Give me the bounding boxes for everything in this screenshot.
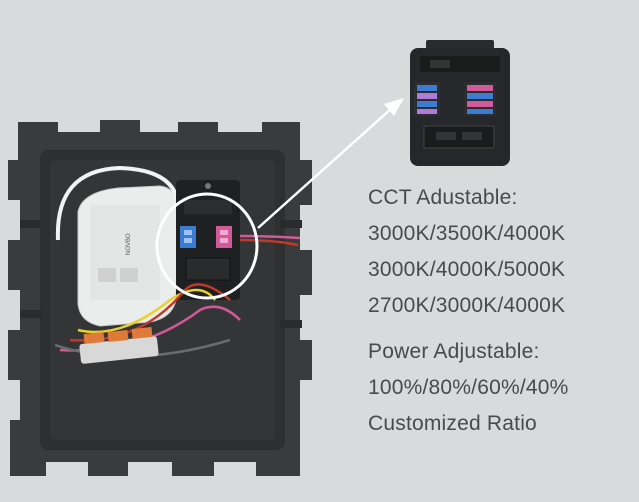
highlight-circle [155, 192, 259, 300]
lever-connectors [79, 326, 159, 364]
power-heading: Power Adjustable: [368, 340, 540, 363]
power-option: 100%/80%/60%/40% [368, 376, 569, 399]
driver-label: NOVBO [126, 233, 132, 255]
zoomed-control-module [410, 40, 510, 166]
white-cable [55, 165, 180, 241]
spec-text-block: CCT Adustable: 3000K/3500K/4000K 3000K/4… [368, 180, 633, 442]
driver-module: NOVBO [77, 185, 179, 327]
cct-heading: CCT Adustable: [368, 186, 518, 209]
callout-arrow [257, 98, 404, 229]
spacer [368, 324, 633, 334]
control-module [176, 180, 240, 300]
cct-option: 2700K/3000K/4000K [368, 294, 566, 317]
power-option: Customized Ratio [368, 412, 537, 435]
cct-option: 3000K/3500K/4000K [368, 222, 566, 245]
cct-option: 3000K/4000K/5000K [368, 258, 566, 281]
